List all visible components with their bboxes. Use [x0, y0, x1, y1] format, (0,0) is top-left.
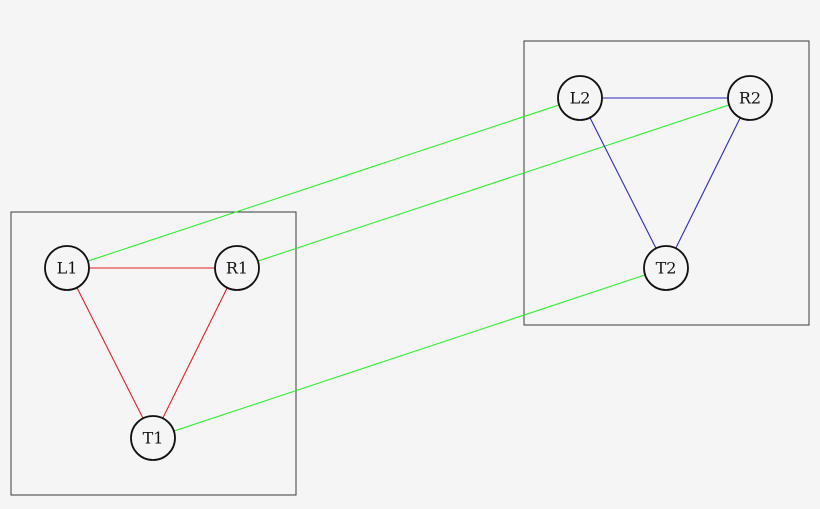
- node-label: T1: [143, 429, 164, 448]
- node-label: R1: [226, 259, 248, 278]
- node-R2: R2: [727, 75, 773, 121]
- group-boxes: [10, 40, 810, 496]
- node-circle: [44, 245, 90, 291]
- node-circle: [727, 75, 773, 121]
- group-edges: [76, 97, 741, 419]
- node-L1: L1: [44, 245, 90, 291]
- cross-edge-R1-R2: [257, 104, 730, 262]
- node-label: L1: [57, 259, 78, 278]
- node-L2: L2: [557, 75, 603, 121]
- edge-L2-T2: [589, 117, 657, 249]
- edge-R2-T2: [675, 117, 741, 249]
- group-1-box: [10, 211, 297, 496]
- node-label: T2: [656, 259, 677, 278]
- edge-L1-T1: [76, 287, 144, 419]
- group-2-box: [523, 40, 810, 326]
- node-circle: [557, 75, 603, 121]
- node-label: R2: [739, 89, 761, 108]
- edge-R1-T1: [162, 287, 228, 419]
- cross-edges: [87, 104, 730, 432]
- node-T2: T2: [643, 245, 689, 291]
- node-circle: [643, 245, 689, 291]
- node-circle: [214, 245, 260, 291]
- node-T1: T1: [130, 415, 176, 461]
- cross-edge-L1-L2: [87, 104, 560, 262]
- node-circle: [130, 415, 176, 461]
- node-label: L2: [570, 89, 591, 108]
- node-R1: R1: [214, 245, 260, 291]
- cross-edge-T1-T2: [173, 274, 646, 432]
